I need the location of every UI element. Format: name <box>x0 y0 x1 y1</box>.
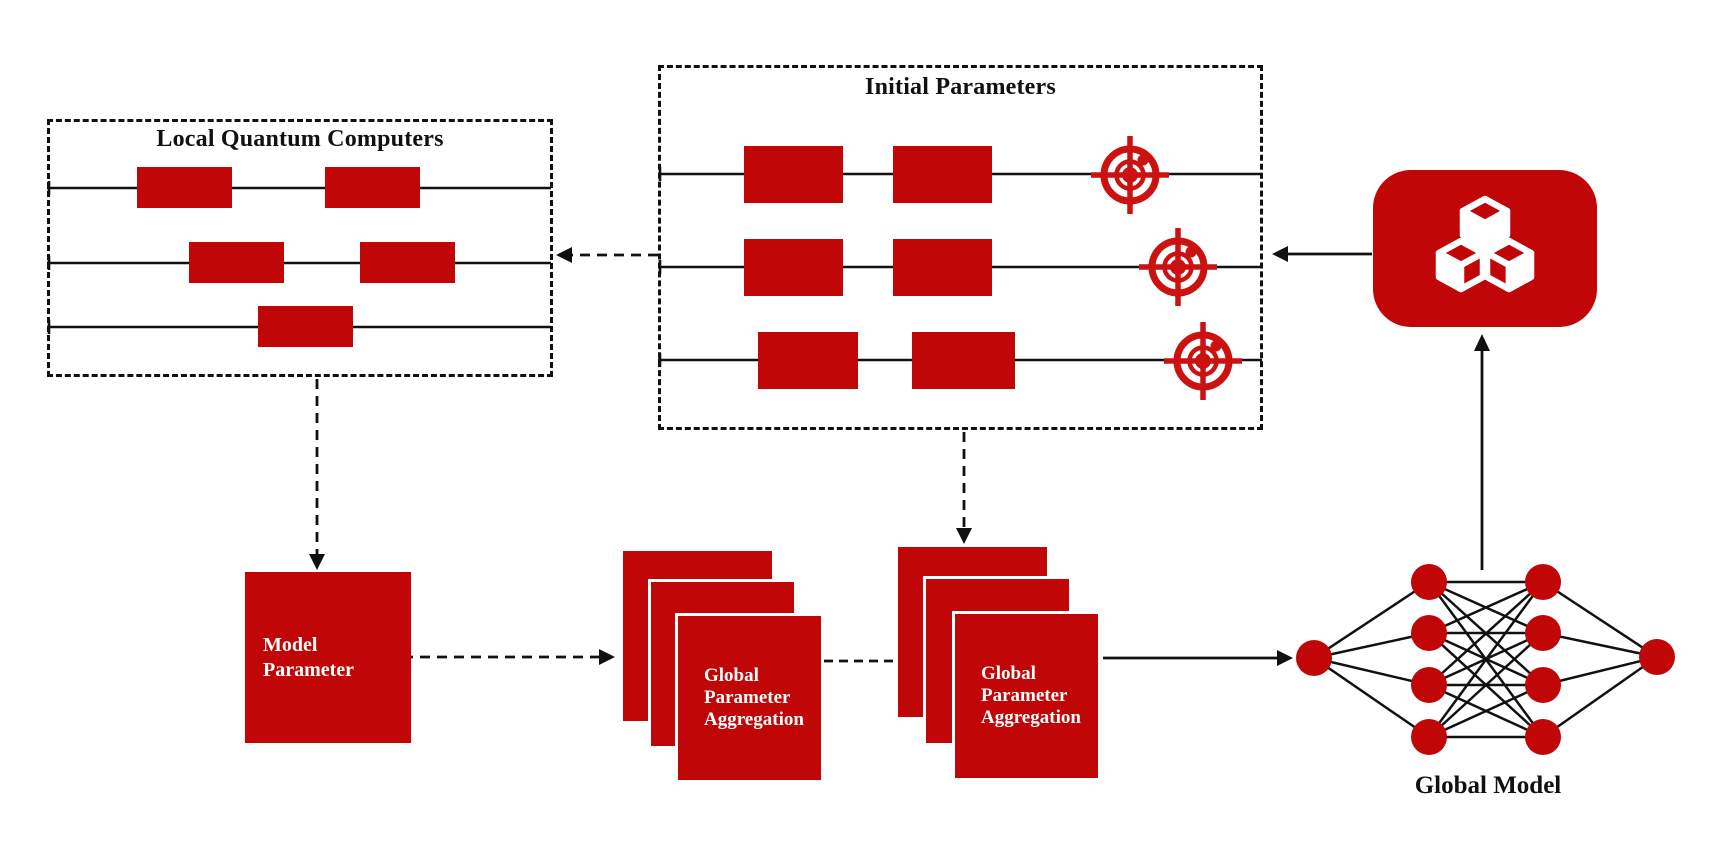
global-model-network <box>1296 564 1675 755</box>
cube <box>1459 195 1511 250</box>
quantum-gate <box>893 146 992 203</box>
server-box <box>1373 170 1597 327</box>
measurement-target-icons <box>1091 136 1242 400</box>
cube <box>1435 237 1487 292</box>
nn-edges <box>1313 580 1658 739</box>
quantum-gate <box>258 306 353 347</box>
quantum-gate <box>360 242 455 283</box>
cubes-icon <box>1435 195 1535 292</box>
quantum-gate <box>758 332 858 389</box>
cube <box>1483 237 1535 292</box>
initial-parameters-title: Initial Parameters <box>865 74 1056 100</box>
model-parameter-box: Model Parameter <box>245 572 411 743</box>
quantum-gate <box>137 167 232 208</box>
hidden-node <box>1411 564 1447 600</box>
arrow-local-to-model-parameter <box>309 379 325 570</box>
stack-page-front: Global Parameter Aggregation <box>675 613 824 783</box>
hidden-node <box>1411 615 1447 651</box>
quantum-gate <box>325 167 420 208</box>
hidden-node <box>1525 615 1561 651</box>
hidden-node <box>1525 719 1561 755</box>
model-parameter-label-line: Parameter <box>263 658 355 681</box>
hidden-node <box>1411 667 1447 703</box>
quantum-gate <box>744 239 843 296</box>
initial-parameters-box <box>658 65 1263 430</box>
arrow-global-model-to-server <box>1474 334 1490 570</box>
global-model-label: Global Model <box>1414 772 1562 799</box>
arrow-server-to-initial <box>1272 246 1372 262</box>
stack-page-front: Global Parameter Aggregation <box>952 611 1101 781</box>
hidden-node <box>1411 719 1447 755</box>
aggregation-label: Global Parameter Aggregation <box>704 665 804 730</box>
arrow-model-parameter-to-aggregation <box>403 649 615 665</box>
quantum-gate <box>893 239 992 296</box>
nn-nodes <box>1296 564 1675 755</box>
target-icon <box>1164 322 1242 400</box>
quantum-gate <box>744 146 843 203</box>
model-parameter-label-line: Model <box>263 633 318 656</box>
arrow-initial-to-local <box>556 247 658 263</box>
quantum-gate <box>189 242 284 283</box>
hidden-node <box>1525 667 1561 703</box>
target-icon <box>1139 228 1217 306</box>
arrow-aggregation-to-global-model <box>1103 650 1293 666</box>
hidden-node <box>1525 564 1561 600</box>
quantum-gate <box>912 332 1015 389</box>
target-icon <box>1091 136 1169 214</box>
aggregation-label: Global Parameter Aggregation <box>981 663 1081 728</box>
local-quantum-computers-box <box>47 119 553 377</box>
local-quantum-computers-title: Local Quantum Computers <box>156 126 444 152</box>
arrow-initial-to-aggregation <box>956 432 972 544</box>
output-node <box>1639 639 1675 675</box>
input-node <box>1296 640 1332 676</box>
